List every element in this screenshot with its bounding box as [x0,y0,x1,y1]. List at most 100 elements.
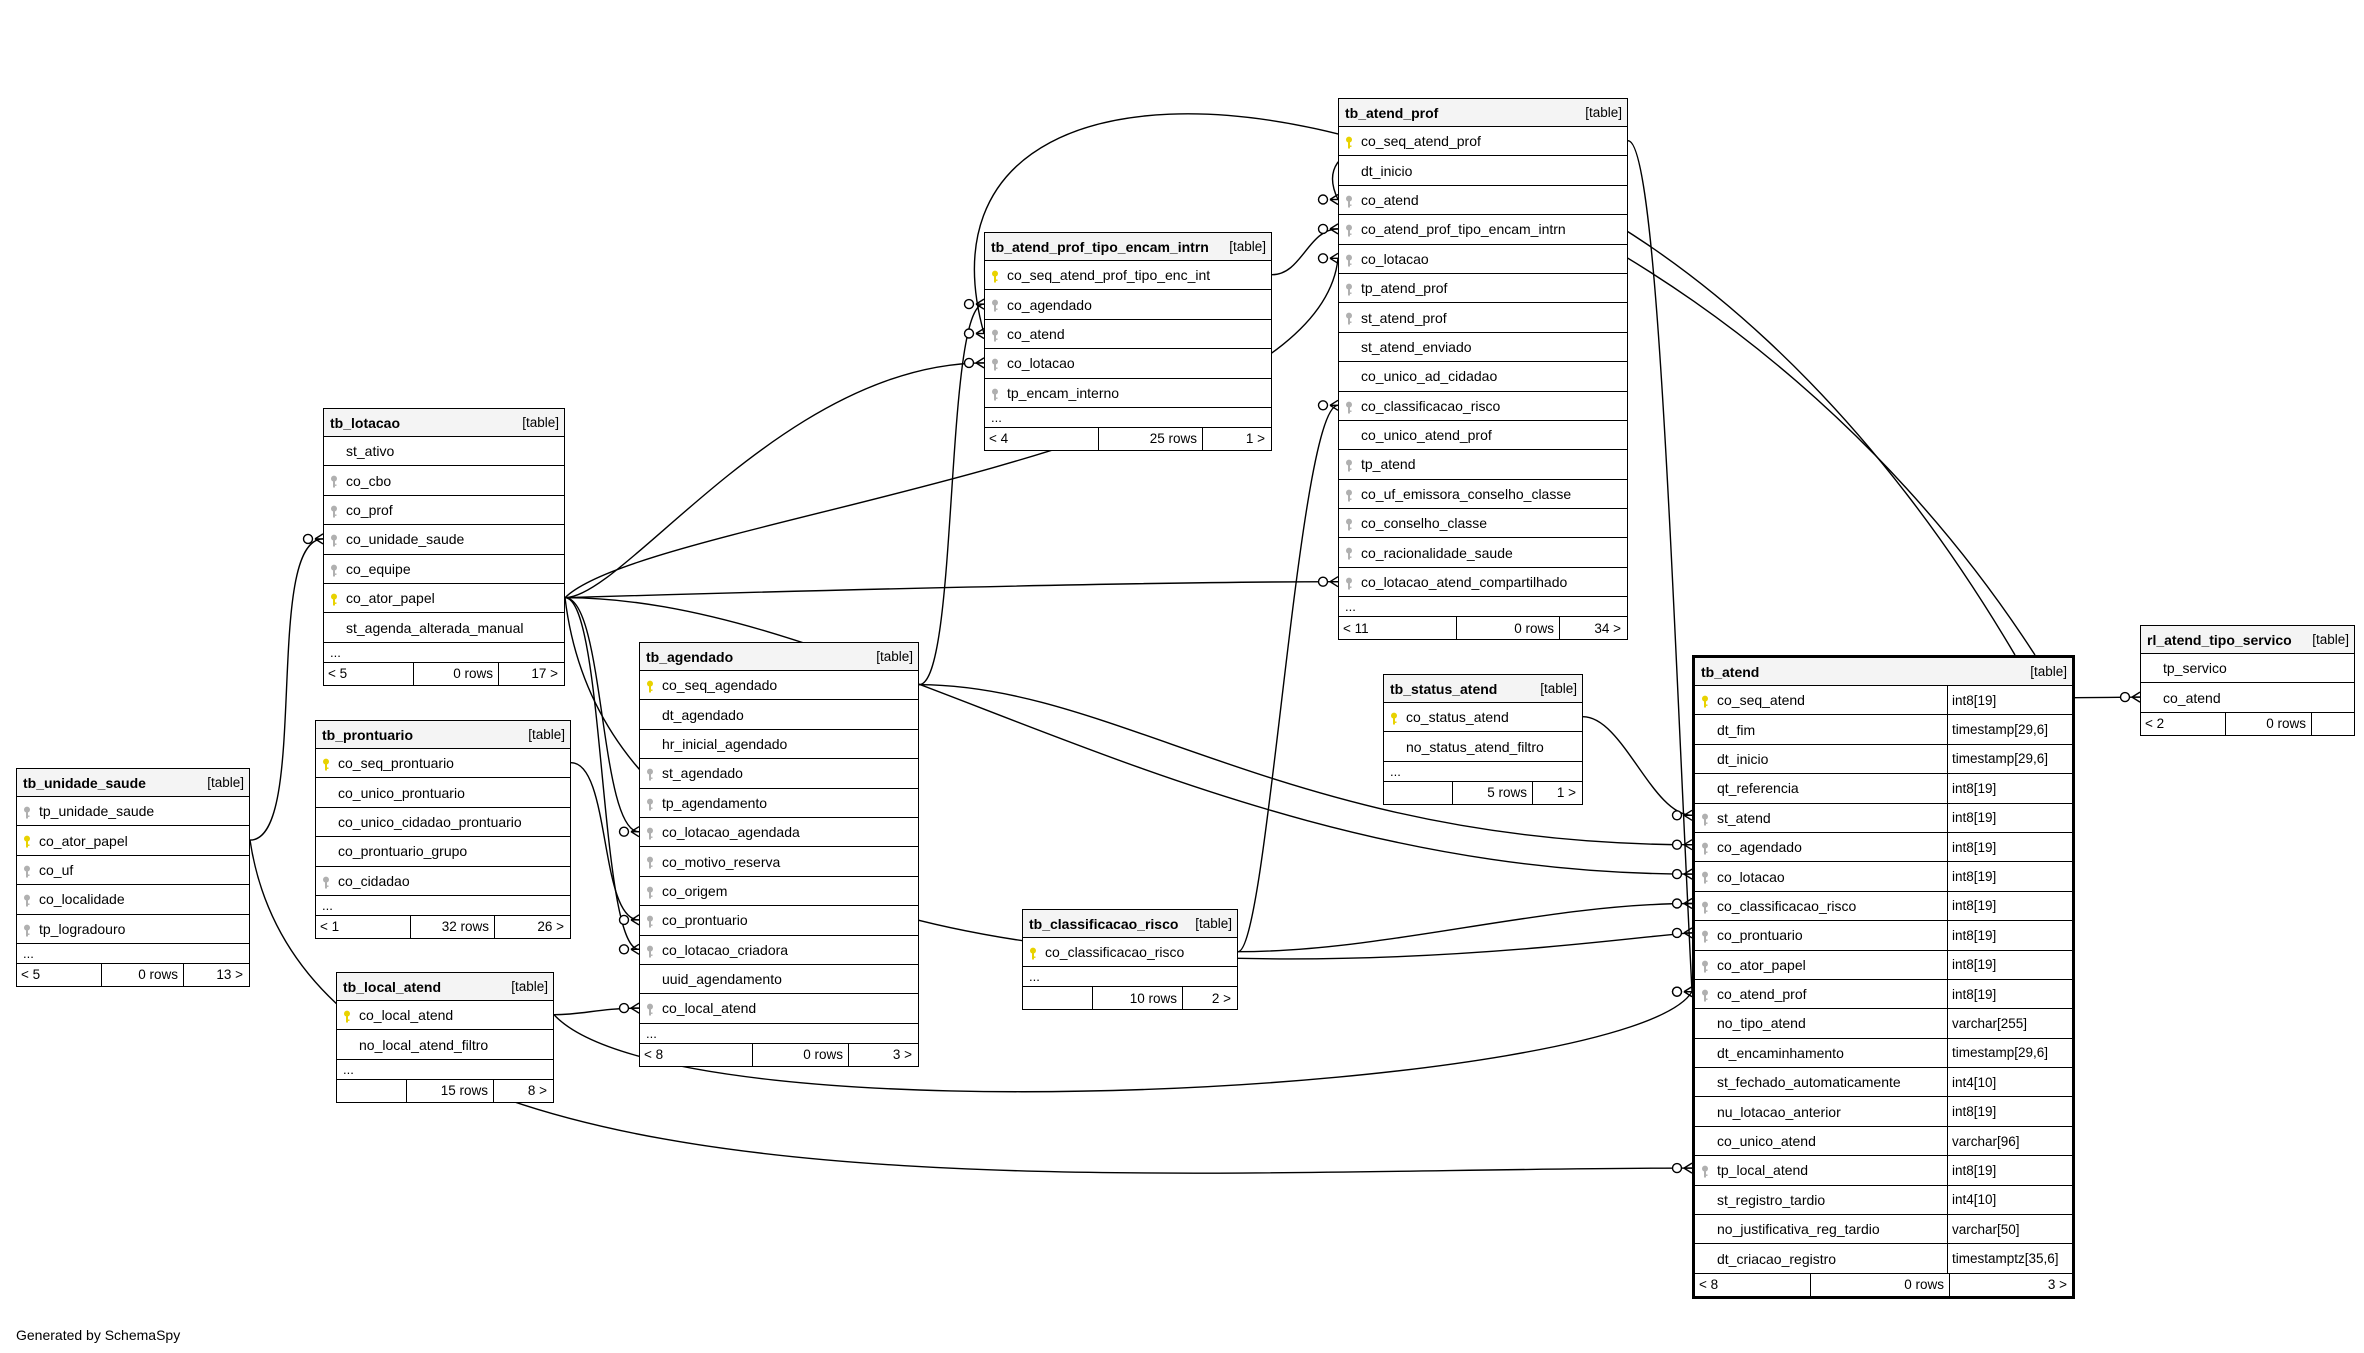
table-name[interactable]: tb_local_atend [343,978,442,995]
column-row[interactable]: tp_encam_interno [985,379,1271,408]
column-name[interactable]: co_seq_prontuario [338,755,454,772]
table-name[interactable]: tb_atend [1701,663,1760,680]
parents-count[interactable] [337,1079,407,1102]
column-row[interactable]: co_classificacao_risco [1023,938,1237,968]
children-count[interactable]: 26 > [537,919,564,935]
column-name[interactable]: co_racionalidade_saude [1361,544,1513,561]
table-name[interactable]: rl_atend_tipo_servico [2147,631,2292,648]
column-name[interactable]: co_unico_cidadao_prontuario [338,813,522,830]
column-name[interactable]: st_atend [1717,809,1771,826]
column-name[interactable]: co_prontuario [1717,927,1803,944]
column-name[interactable]: co_local_atend [662,1000,757,1017]
column-row[interactable]: co_local_atend [640,994,918,1024]
parents-count[interactable]: < 2 [2141,712,2226,735]
more-columns-ellipsis[interactable]: ... [1384,762,1582,782]
column-row[interactable]: st_ativo [324,437,564,467]
column-row[interactable]: co_equipe [324,555,564,584]
column-name[interactable]: dt_fim [1717,721,1756,738]
more-columns-ellipsis[interactable]: ... [17,944,249,964]
column-row[interactable]: co_seq_atend_prof [1339,127,1627,157]
more-columns-ellipsis[interactable]: ... [1339,597,1627,618]
column-name[interactable]: dt_agendado [662,706,744,723]
column-name[interactable]: co_ator_papel [346,590,435,607]
column-row[interactable]: co_prontuario [640,906,918,936]
parents-count[interactable]: < 8 [1695,1273,1812,1296]
column-row[interactable]: co_ator_papel [17,826,249,856]
children-count[interactable] [2312,713,2353,735]
column-row[interactable]: st_agendado [640,759,918,789]
column-name[interactable]: co_atend_prof [1717,986,1807,1003]
parents-count[interactable]: < 5 [324,662,414,685]
parents-count[interactable]: < 1 [316,915,411,938]
column-name[interactable]: co_lotacao [1007,355,1075,372]
column-name[interactable]: st_fechado_automaticamente [1717,1074,1901,1091]
column-row[interactable]: co_uf [17,856,249,886]
parents-count[interactable]: < 11 [1339,617,1457,640]
column-row[interactable]: no_local_atend_filtro [337,1030,553,1060]
column-row[interactable]: co_lotacao_criadora [640,936,918,965]
column-name[interactable]: no_local_atend_filtro [359,1036,489,1053]
column-name[interactable]: co_prof [346,501,393,518]
table-name[interactable]: tb_lotacao [330,414,401,431]
column-name[interactable]: co_lotacao [1361,250,1429,267]
children-count[interactable]: 3 > [892,1047,912,1063]
column-name[interactable]: co_conselho_classe [1361,515,1488,532]
column-row[interactable]: co_unico_atend_prof [1339,421,1627,451]
column-name[interactable]: tp_local_atend [1717,1162,1809,1179]
column-row[interactable]: tp_atend [1339,450,1627,480]
column-row[interactable]: co_atend_prof_tipo_encam_intrn [1339,215,1627,245]
column-row[interactable]: co_atend [1339,186,1627,216]
more-columns-ellipsis[interactable]: ... [1023,967,1237,988]
more-columns-ellipsis[interactable]: ... [985,408,1271,428]
column-name[interactable]: nu_lotacao_anterior [1717,1103,1841,1120]
more-columns-ellipsis[interactable]: ... [337,1060,553,1080]
column-row[interactable]: co_classificacao_risco [1339,392,1627,421]
column-name[interactable]: st_atend_prof [1361,309,1447,326]
column-name[interactable]: co_unico_ad_cidadao [1361,368,1498,385]
children-count[interactable]: 13 > [216,967,243,983]
parents-count[interactable]: < 5 [17,963,102,986]
column-name[interactable]: st_registro_tardio [1717,1191,1826,1208]
column-name[interactable]: co_equipe [346,560,411,577]
column-name[interactable]: co_uf_emissora_conselho_classe [1361,485,1572,502]
column-name[interactable]: co_classificacao_risco [1361,397,1501,414]
column-name[interactable]: tp_atend [1361,456,1416,473]
column-name[interactable]: st_agenda_alterada_manual [346,619,524,636]
column-row[interactable]: co_origem [640,877,918,907]
table-name[interactable]: tb_unidade_saude [23,774,146,791]
column-name[interactable]: co_classificacao_risco [1717,897,1857,914]
column-name[interactable]: tp_logradouro [39,920,126,937]
more-columns-ellipsis[interactable]: ... [316,896,570,916]
column-row[interactable]: co_prontuario_grupo [316,837,570,867]
column-name[interactable]: no_tipo_atend [1717,1015,1806,1032]
column-name[interactable]: co_unico_prontuario [338,784,465,801]
column-name[interactable]: co_motivo_reserva [662,853,781,870]
column-name[interactable]: co_lotacao [1717,868,1785,885]
column-name[interactable]: co_atend [1007,325,1065,342]
column-name[interactable]: no_justificativa_reg_tardio [1717,1221,1880,1238]
column-row[interactable]: tp_unidade_saude [17,797,249,827]
column-name[interactable]: co_atend [1361,191,1419,208]
column-name[interactable]: co_agendado [1007,296,1092,313]
column-row[interactable]: tp_logradouro [17,915,249,944]
column-name[interactable]: co_seq_atend_prof [1361,133,1481,150]
column-name[interactable]: co_origem [662,882,728,899]
column-row[interactable]: co_unico_ad_cidadao [1339,362,1627,392]
column-name[interactable]: tp_servico [2163,660,2227,677]
table-name[interactable]: tb_prontuario [322,726,413,743]
column-row[interactable]: co_seq_prontuario [316,749,570,779]
column-row[interactable]: st_agenda_alterada_manual [324,613,564,643]
children-count[interactable]: 34 > [1594,620,1621,636]
